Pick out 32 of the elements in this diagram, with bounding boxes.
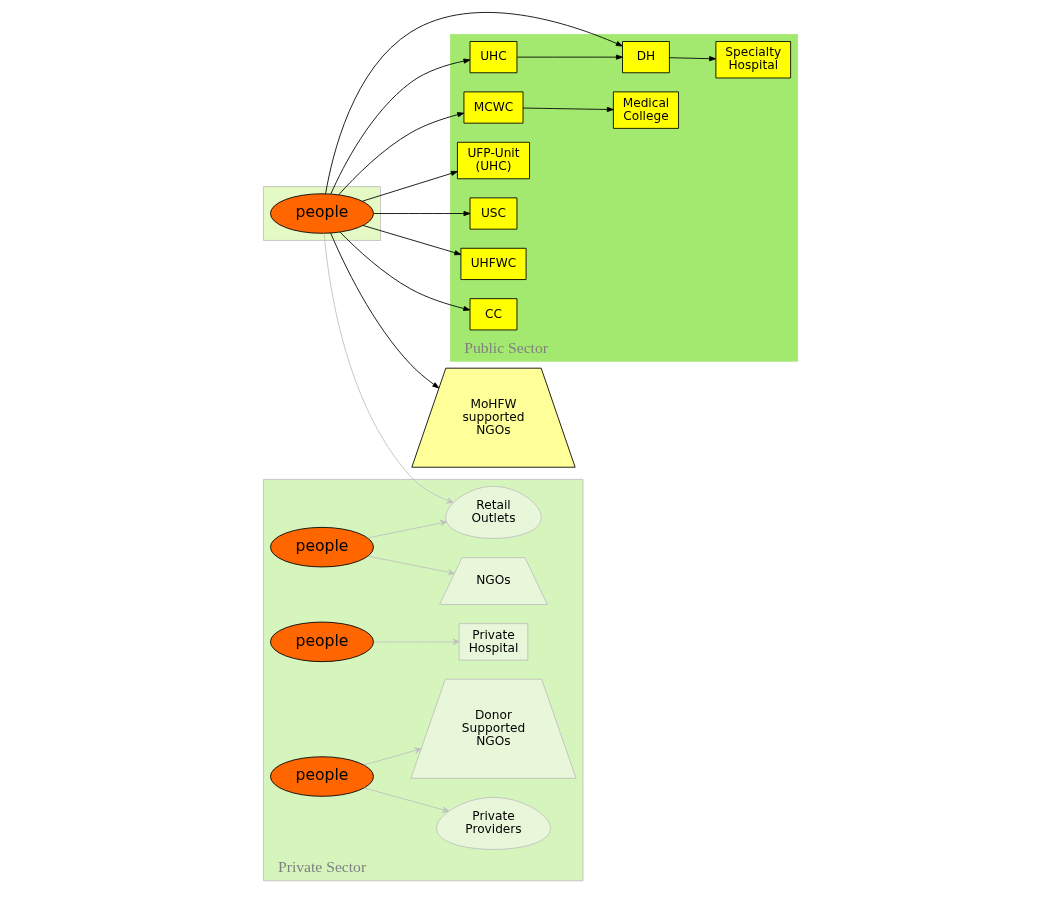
node-box: Specialty Hospital — [715, 41, 792, 79]
node-ellipse: people — [270, 621, 374, 663]
node-box: UHFWC — [460, 247, 527, 280]
node-ellipse: people — [270, 756, 374, 797]
arrow — [330, 232, 440, 389]
node-box: Medical College — [612, 91, 679, 129]
arrow — [362, 170, 458, 202]
cluster — [263, 186, 381, 241]
arrow — [339, 231, 471, 311]
arrow — [363, 747, 422, 766]
arrow — [373, 210, 471, 217]
node-box: MCWC — [463, 91, 524, 124]
arrow — [367, 519, 448, 539]
arrow — [522, 106, 614, 113]
arrow — [323, 233, 454, 504]
arrow — [338, 112, 465, 196]
arrow — [325, 12, 623, 195]
arrow — [363, 787, 450, 813]
node-box: USC — [469, 197, 518, 230]
arrow — [330, 58, 471, 195]
node-ellipse: people — [270, 193, 374, 234]
arrow — [373, 638, 460, 646]
arrow — [367, 555, 455, 576]
arrow — [362, 225, 462, 256]
node-box: UHC — [469, 41, 518, 74]
node-ellipse: people — [270, 526, 374, 568]
arrow — [669, 56, 717, 62]
arrow — [516, 54, 623, 60]
node-box: Private Hospital — [458, 623, 529, 661]
node-box: CC — [469, 298, 518, 331]
node-box: UFP-Unit (UHC) — [457, 141, 530, 180]
node-box: DH — [622, 41, 670, 74]
